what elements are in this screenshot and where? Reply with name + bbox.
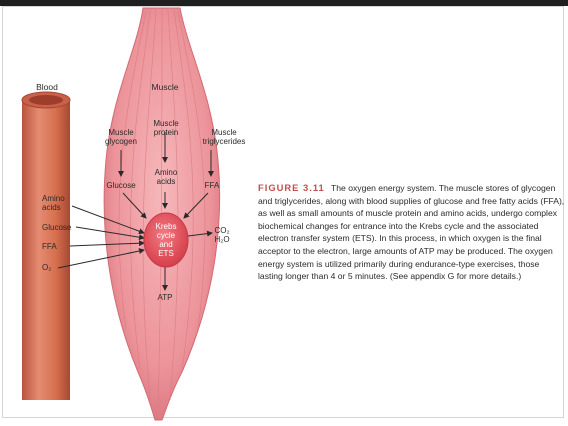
label-amino-acids-blood: Amino acids	[42, 194, 82, 212]
figure-caption: FIGURE 3.11 The oxygen energy system. Th…	[258, 182, 565, 283]
label-glucose-inside: Glucose	[101, 181, 141, 190]
label-muscle-protein: Muscle protein	[144, 119, 188, 137]
label-oxygen-blood: O₂	[42, 263, 62, 272]
figure-number: FIGURE 3.11	[258, 182, 325, 193]
label-blood: Blood	[30, 83, 64, 92]
label-ffa-blood: FFA	[42, 242, 72, 251]
label-atp: ATP	[150, 293, 180, 302]
caption-text: The oxygen energy system. The muscle sto…	[258, 183, 564, 281]
label-amino-acids-inside: Amino acids	[146, 168, 186, 186]
label-muscle: Muscle	[147, 83, 183, 92]
label-muscle-glycogen: Muscle glycogen	[98, 128, 144, 146]
label-krebs-ets: Krebs cycle and ETS	[146, 222, 186, 258]
label-co2-h2o: CO₂ H₂O	[208, 226, 236, 244]
label-glucose-blood: Glucose	[42, 223, 82, 232]
label-muscle-triglycerides: Muscle triglycerides	[196, 128, 252, 146]
label-ffa-inside: FFA	[198, 181, 226, 190]
